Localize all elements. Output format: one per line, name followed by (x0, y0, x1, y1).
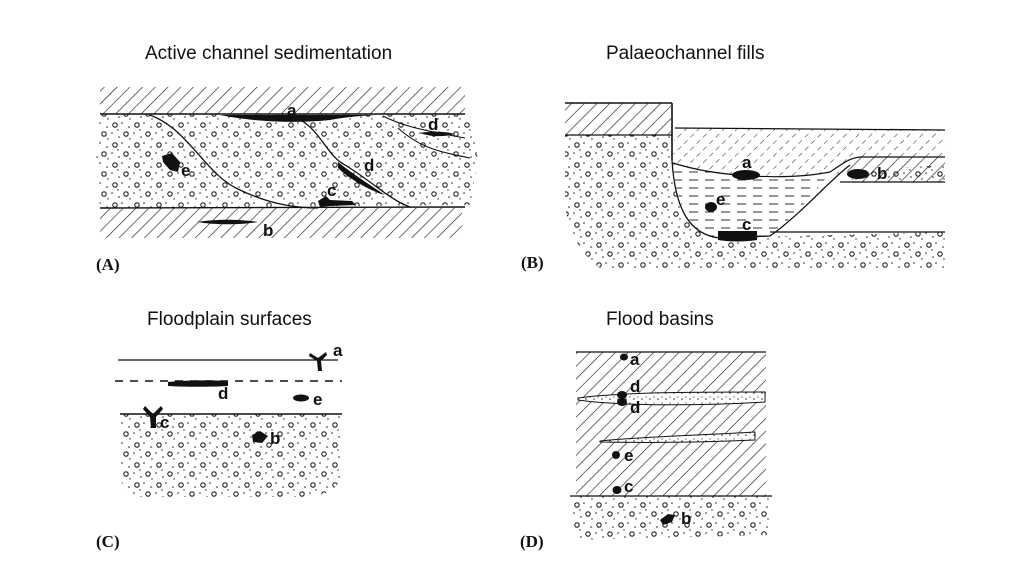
panel-a-bottom-hatch (100, 208, 462, 238)
panel-a-gravel-body (96, 114, 478, 208)
marker-e-blob (162, 153, 180, 172)
marker-c-lens (718, 231, 757, 242)
panel-b-b-layer (846, 157, 945, 182)
panel-d-hatch (576, 352, 766, 496)
marker-c-label: c (624, 477, 633, 496)
panel-b-upper-fill (673, 128, 945, 177)
marker-b-lens (197, 219, 258, 225)
marker-d-label: d (218, 384, 228, 403)
panel-a-diagram: a b c d d e (96, 87, 478, 240)
marker-e-dot (612, 451, 620, 459)
panel-d-title: Flood basins (606, 309, 714, 330)
marker-a-blob (732, 170, 760, 180)
panel-a-label: (A) (96, 255, 120, 274)
marker-b-label: b (877, 164, 887, 183)
marker-d-label: d (364, 156, 374, 175)
panel-b-clay-fill (673, 163, 830, 238)
panel-c-gravel (120, 414, 340, 497)
panel-b-left-hatch (565, 103, 671, 135)
panel-b-title: Palaeochannel fills (606, 43, 765, 64)
marker-e-blob (293, 394, 309, 402)
marker-b-blob (252, 431, 268, 443)
marker-a-label: a (287, 101, 297, 120)
panel-c-label: (C) (96, 532, 120, 551)
marker-d2-label: d (428, 115, 438, 134)
marker-d-dot (617, 391, 627, 399)
marker-c-label: c (327, 181, 336, 200)
marker-d2-dot (617, 398, 627, 406)
panel-a-top-hatch (100, 87, 465, 114)
marker-e-blob (705, 202, 717, 212)
marker-c-dot (612, 486, 622, 494)
marker-b-label: b (270, 429, 280, 448)
marker-d-label: d (630, 377, 640, 396)
marker-b-label: b (263, 221, 273, 240)
marker-c-root (143, 406, 163, 428)
marker-a-dot (620, 353, 628, 361)
panel-b-diagram: a b c e (565, 102, 946, 268)
panel-b-gravel (565, 135, 945, 268)
panel-c-diagram: a b c d e (115, 341, 343, 497)
marker-e-label: e (716, 190, 725, 209)
marker-d2-lens (420, 131, 455, 137)
marker-a-lens (220, 115, 375, 122)
panel-d-label: (D) (520, 532, 544, 551)
marker-b-blob (660, 514, 675, 525)
marker-a-label: a (630, 350, 640, 369)
marker-b-label: b (681, 509, 691, 528)
marker-e-label: e (624, 446, 633, 465)
marker-a-label: a (742, 153, 752, 172)
marker-c-label: c (160, 413, 169, 432)
marker-b-blob (847, 169, 869, 179)
marker-d2-label: d (630, 398, 640, 417)
panel-b-label: (B) (521, 253, 544, 272)
marker-e-label: e (313, 390, 322, 409)
marker-d-lens (168, 380, 228, 387)
marker-e-label: e (181, 161, 190, 180)
panel-c-title: Floodplain surfaces (147, 309, 312, 330)
marker-a-root (309, 352, 327, 371)
marker-c-tree (318, 196, 356, 207)
panel-d-diagram: a d d e c b (570, 350, 772, 540)
marker-a-label: a (333, 341, 343, 360)
marker-c-label: c (742, 215, 751, 234)
panel-a-title: Active channel sedimentation (145, 43, 393, 64)
